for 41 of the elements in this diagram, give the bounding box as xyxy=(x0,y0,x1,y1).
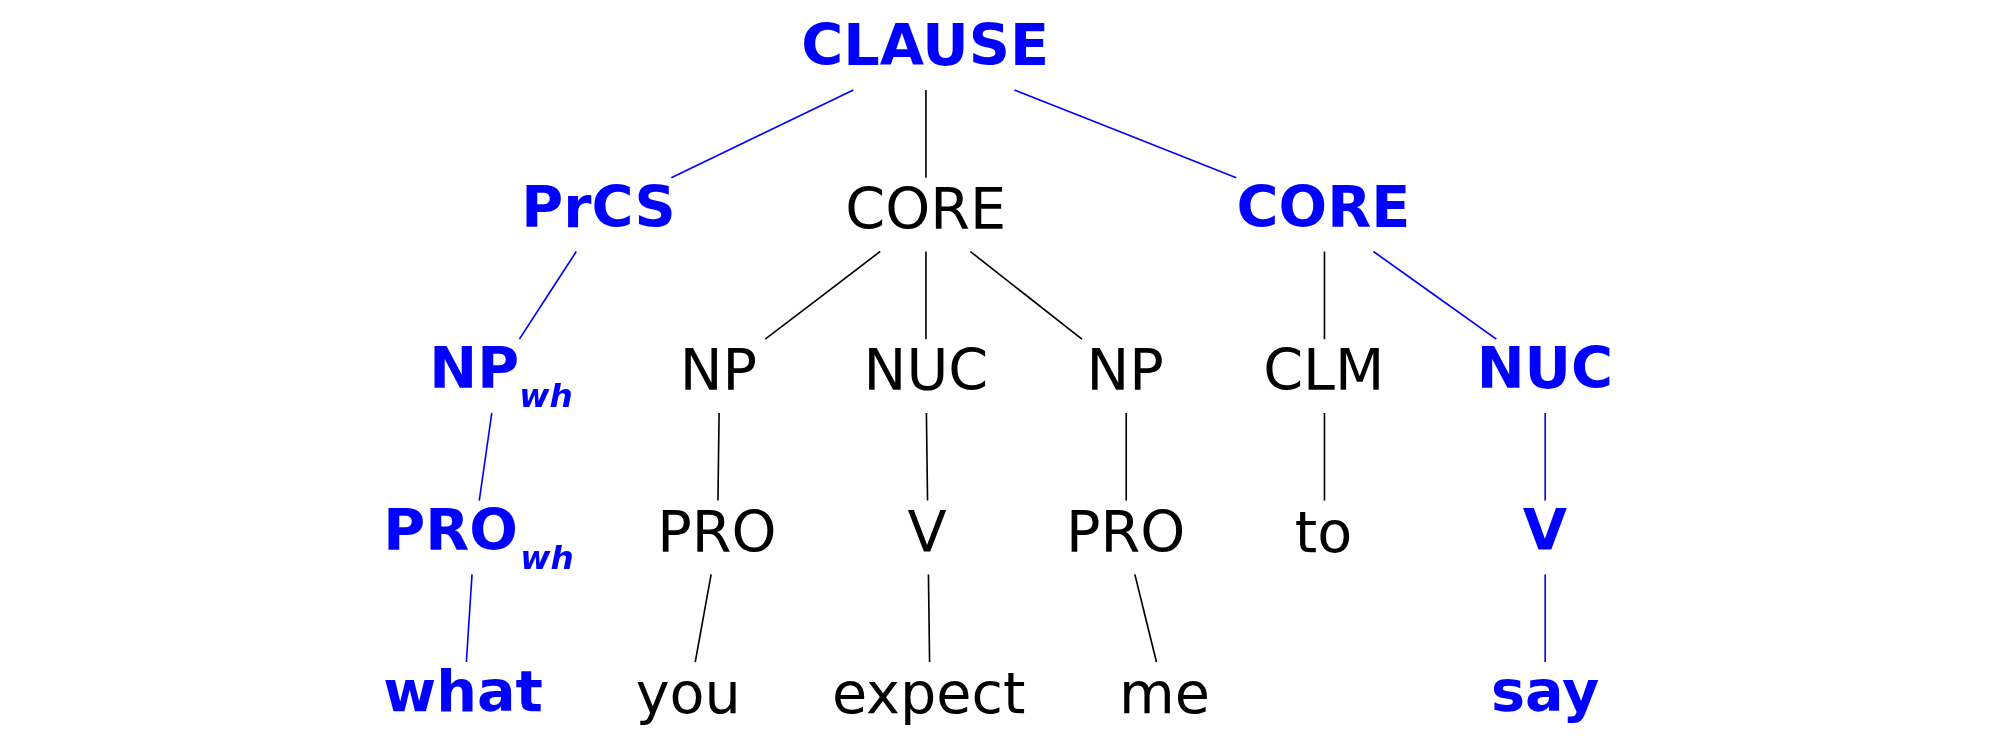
node-text: me xyxy=(1118,660,1210,726)
node-text: expect xyxy=(831,660,1025,726)
node-text: NUC xyxy=(863,337,988,404)
connector xyxy=(925,412,928,502)
connector xyxy=(1323,250,1325,340)
connector xyxy=(969,250,1083,340)
connector xyxy=(518,250,577,340)
node-text: what xyxy=(382,657,543,724)
connector xyxy=(1124,412,1127,502)
node-text: CORE xyxy=(844,175,1006,242)
node-text: CLAUSE xyxy=(800,12,1049,79)
connector xyxy=(1013,89,1237,179)
connector xyxy=(1133,573,1157,663)
node-text: NUC xyxy=(1476,335,1613,402)
connector xyxy=(1323,412,1325,502)
connector xyxy=(927,573,930,663)
connector xyxy=(1543,412,1546,502)
node-text: CORE xyxy=(1236,173,1410,240)
node-text: PRO xyxy=(656,498,777,565)
connector xyxy=(670,89,854,179)
connector xyxy=(693,573,712,663)
node-text: V xyxy=(1522,496,1567,563)
node-text: V xyxy=(907,498,947,565)
node-text: PrCS xyxy=(520,173,676,240)
connector xyxy=(924,250,927,340)
node-text: to xyxy=(1294,498,1352,565)
node-text: you xyxy=(635,660,741,726)
node-text: NP xyxy=(1085,337,1164,404)
connector xyxy=(477,412,493,502)
node-text: NP xyxy=(679,337,757,404)
node-text: CLM xyxy=(1262,337,1384,404)
connector xyxy=(465,573,473,663)
connector xyxy=(924,89,927,179)
node-text: say xyxy=(1490,657,1599,724)
connector xyxy=(763,250,881,340)
node-text: NP$_{wh}$ xyxy=(428,335,573,416)
node-text: PRO$_{wh}$ xyxy=(382,496,574,577)
connector xyxy=(716,412,720,502)
connector xyxy=(1543,573,1546,663)
node-text: PRO xyxy=(1065,498,1185,565)
connector xyxy=(1372,250,1497,340)
